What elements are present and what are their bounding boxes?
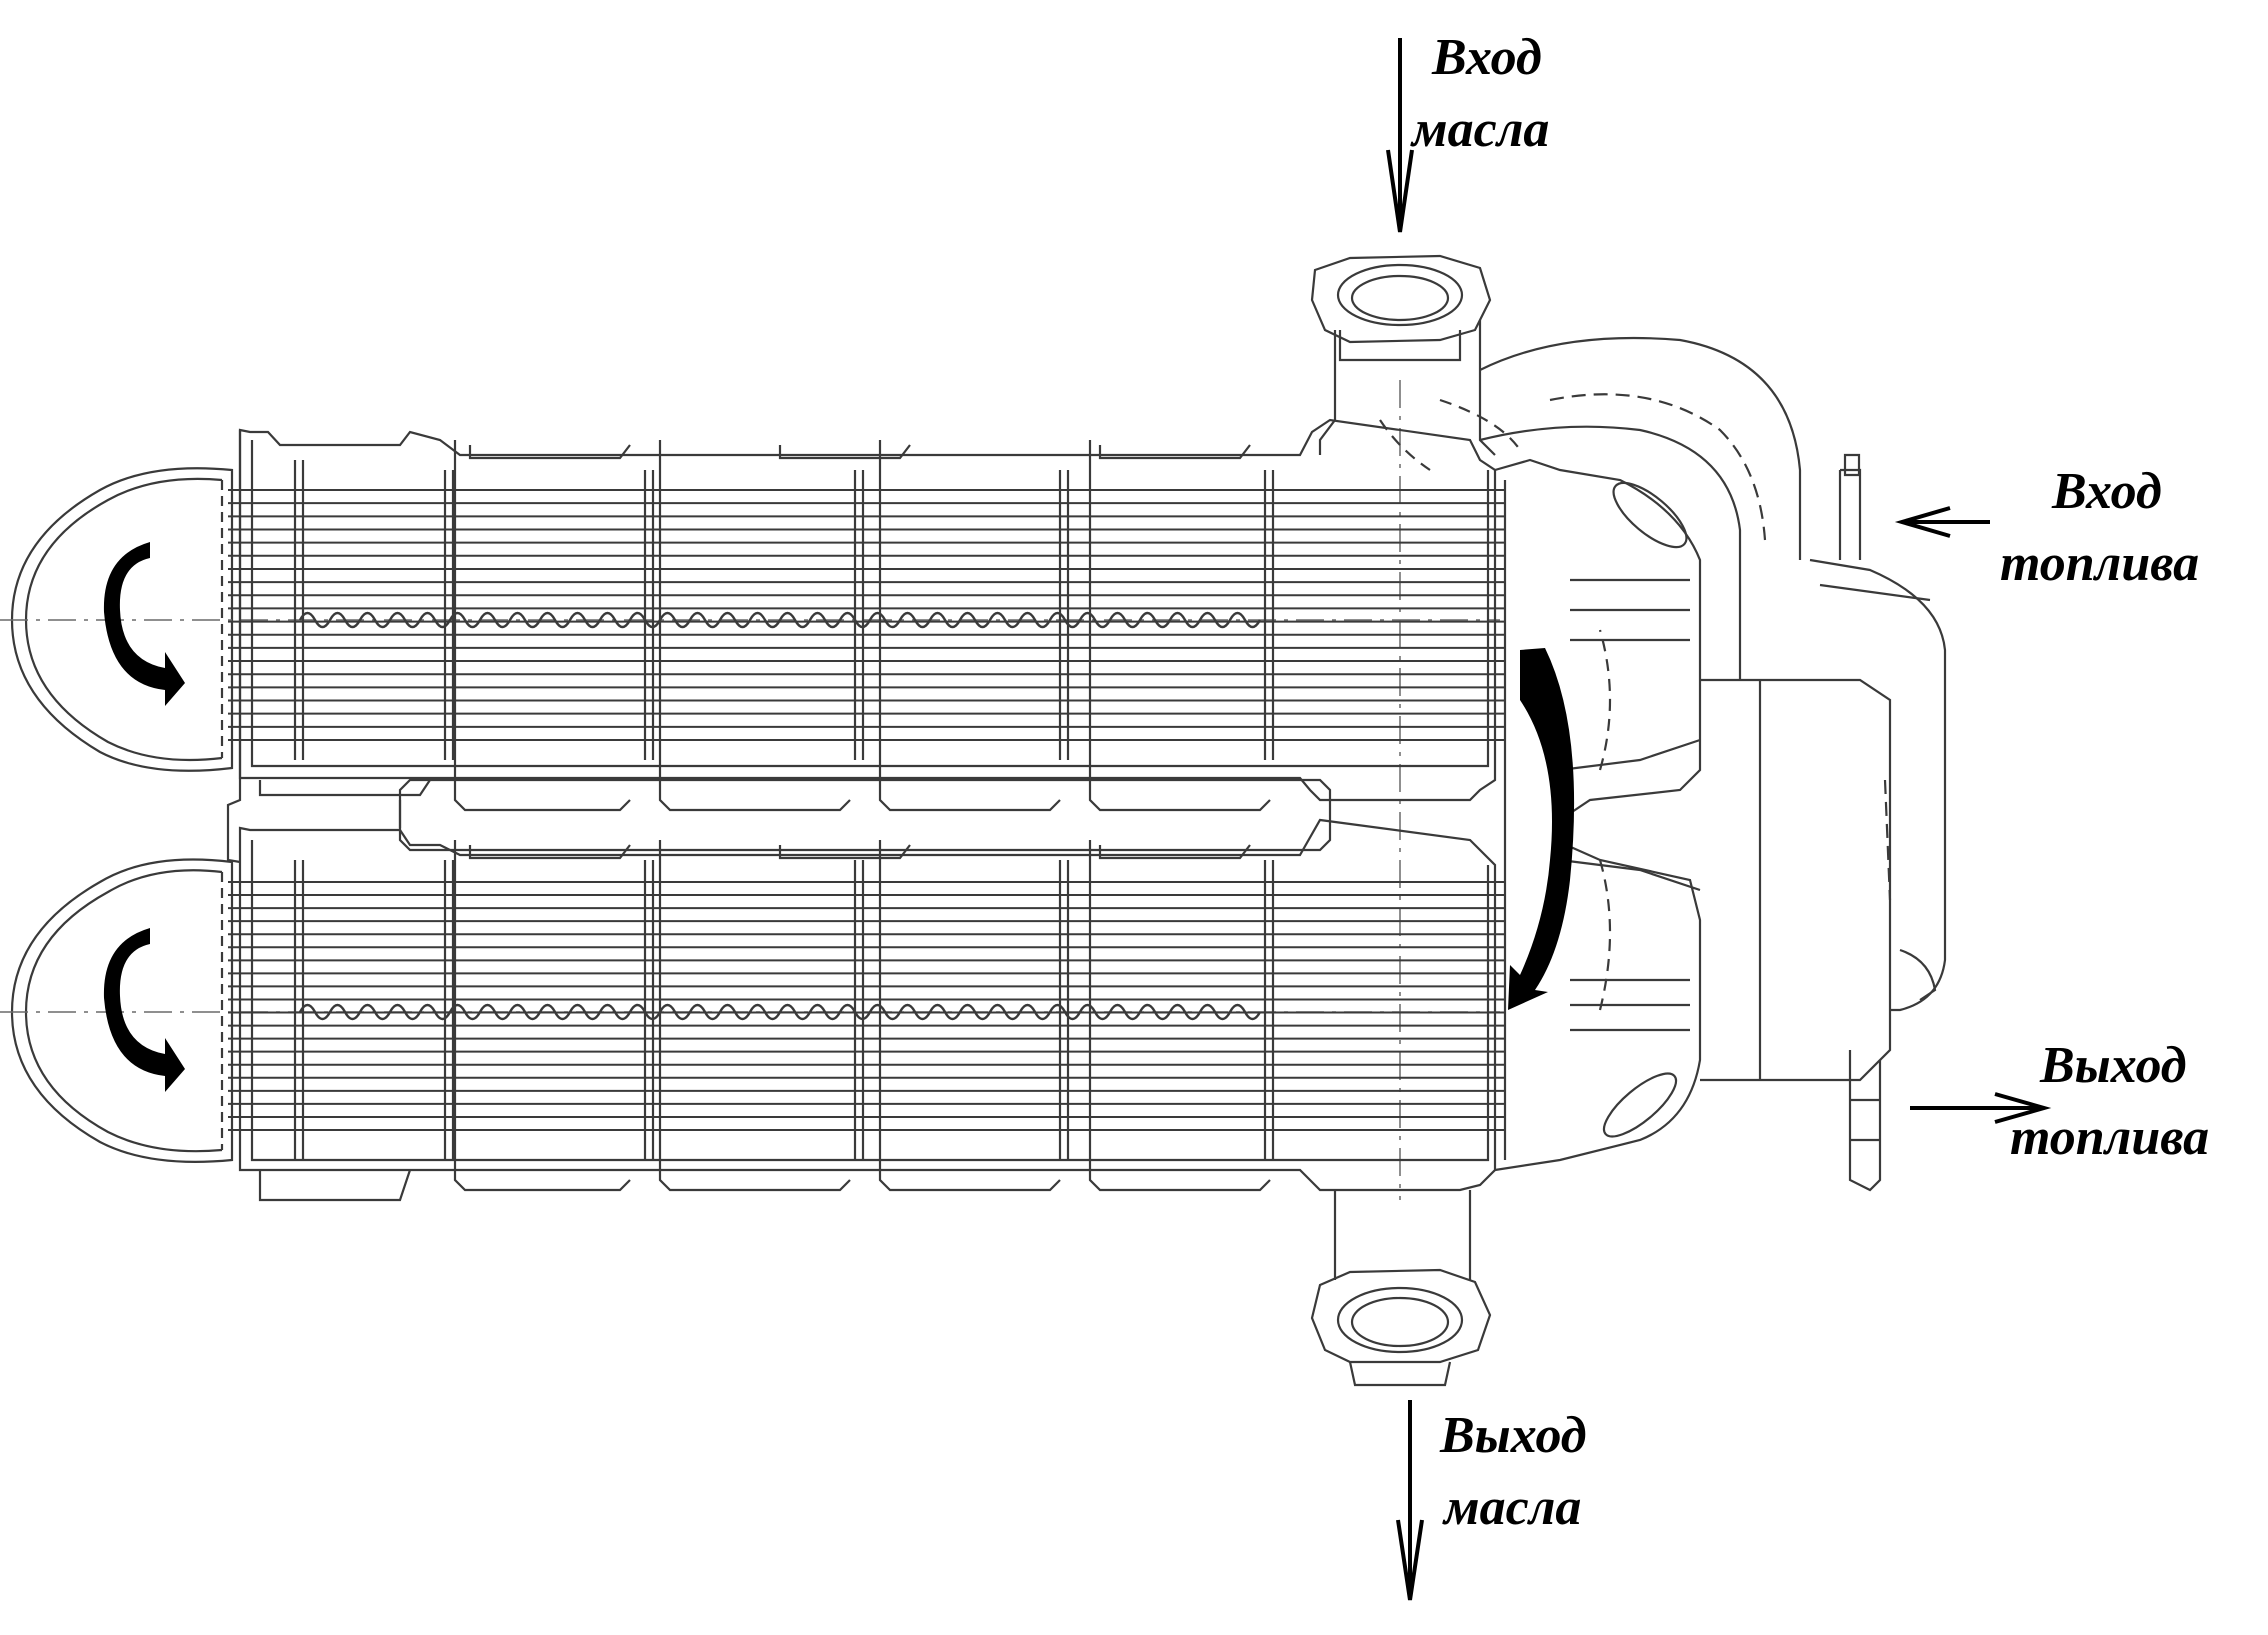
oil-outlet-label-line1: Выход — [1440, 1407, 1587, 1464]
oil-outlet-label: Выход масла — [1440, 1400, 1587, 1544]
oil-outlet-nut — [1312, 1190, 1490, 1385]
flow-arrows-left — [103, 542, 185, 1092]
tube-bundle-top — [228, 490, 1505, 740]
oil-inlet-label: Вход масла — [1412, 22, 1549, 166]
flow-arrow-bottom-left — [103, 928, 185, 1092]
fuel-inlet-label-line1: Вход — [2052, 463, 2162, 520]
fuel-housing — [1700, 455, 1945, 1190]
io-arrows — [1388, 38, 2044, 1600]
tube-bundle-bottom — [228, 882, 1505, 1130]
oil-inlet-pipe — [1320, 320, 1800, 680]
top-shell — [240, 420, 1495, 810]
baffle-plates — [295, 460, 1273, 1160]
oil-inlet-label-line2: масла — [1412, 101, 1550, 158]
fuel-outlet-label-line1: Выход — [2040, 1037, 2187, 1094]
fuel-inlet-label-line2: топлива — [2000, 535, 2200, 592]
fuel-outlet-label: Выход топлива — [2010, 1030, 2209, 1174]
bottom-shell — [240, 820, 1495, 1200]
fuel-outlet-label-line2: топлива — [2010, 1109, 2210, 1166]
oil-outlet-label-line2: масла — [1444, 1479, 1582, 1536]
fuel-inlet-label: Вход топлива — [2000, 456, 2199, 600]
shell-web — [228, 778, 1330, 862]
oil-inlet-label-line1: Вход — [1432, 29, 1542, 86]
oil-inlet-nut — [1312, 256, 1490, 360]
flow-arrow-right — [1508, 648, 1575, 1010]
left-return-head-bottom — [12, 860, 232, 1162]
turbulators — [300, 613, 1260, 1019]
flow-arrow-top-left — [103, 542, 185, 706]
right-manifold — [1495, 460, 1700, 1170]
